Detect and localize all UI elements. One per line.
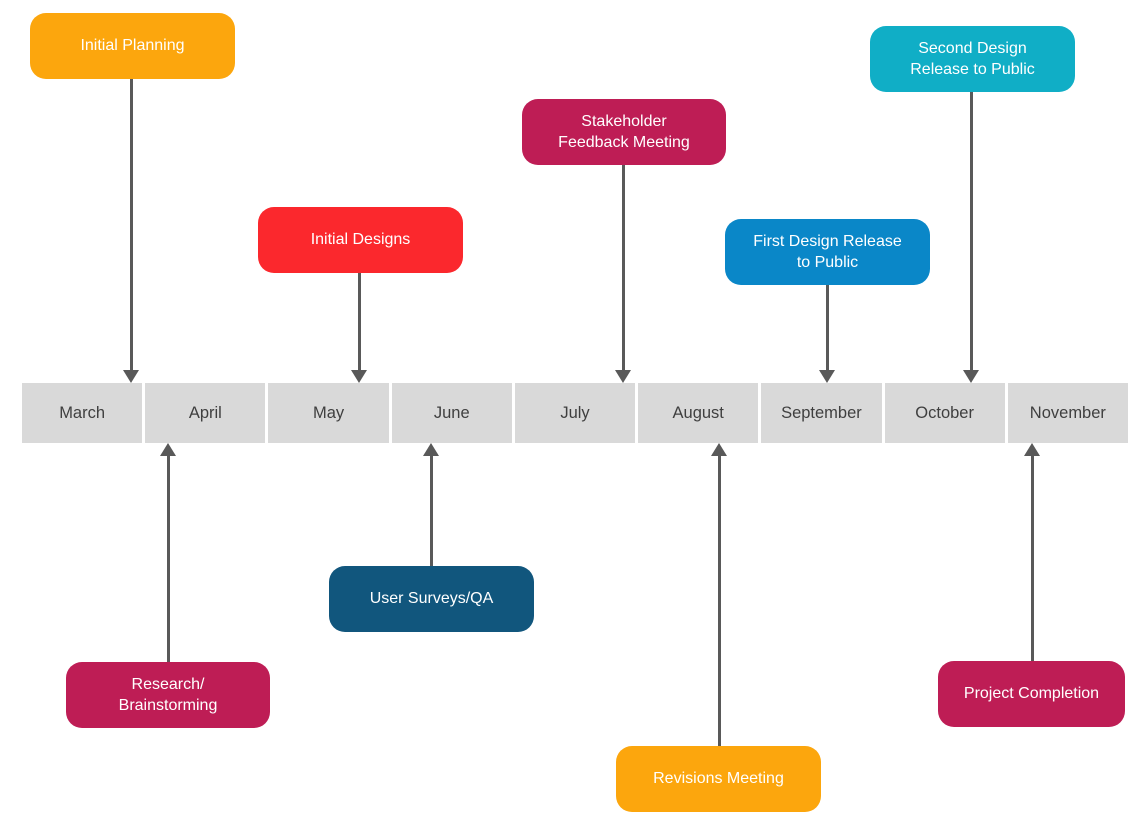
- arrow-line: [129, 79, 133, 370]
- arrow-up-icon: [711, 443, 727, 456]
- arrow-down-icon: [819, 370, 835, 383]
- arrow-line: [621, 165, 625, 370]
- event-box-initial-planning: Initial Planning: [30, 13, 235, 79]
- event-box-initial-designs: Initial Designs: [258, 207, 463, 273]
- arrow-initial-designs: [351, 273, 367, 383]
- arrow-initial-planning: [123, 79, 139, 383]
- arrow-line: [717, 456, 721, 746]
- arrow-down-icon: [963, 370, 979, 383]
- arrow-up-icon: [1024, 443, 1040, 456]
- event-box-project-completion: Project Completion: [938, 661, 1125, 727]
- arrow-up-icon: [423, 443, 439, 456]
- event-box-revisions-meeting: Revisions Meeting: [616, 746, 821, 812]
- month-cell-april: April: [145, 383, 266, 443]
- month-cell-may: May: [268, 383, 389, 443]
- arrow-down-icon: [123, 370, 139, 383]
- arrow-user-surveys-qa: [423, 443, 439, 566]
- event-box-research-brainstorming: Research/ Brainstorming: [66, 662, 270, 728]
- event-box-first-design-release: First Design Release to Public: [725, 219, 930, 285]
- month-cell-march: March: [22, 383, 143, 443]
- arrow-project-completion: [1024, 443, 1040, 661]
- arrow-down-icon: [351, 370, 367, 383]
- event-box-second-design-release: Second Design Release to Public: [870, 26, 1075, 92]
- arrow-line: [166, 456, 170, 662]
- timeline-bar: March April May June July August Septemb…: [22, 383, 1128, 443]
- arrow-second-design-release: [963, 92, 979, 383]
- event-box-stakeholder-feedback-meeting: Stakeholder Feedback Meeting: [522, 99, 726, 165]
- arrow-research-brainstorming: [160, 443, 176, 662]
- arrow-line: [969, 92, 973, 370]
- arrow-down-icon: [615, 370, 631, 383]
- arrow-up-icon: [160, 443, 176, 456]
- arrow-stakeholder-feedback-meeting: [615, 165, 631, 383]
- arrow-line: [1030, 456, 1034, 661]
- month-cell-august: August: [638, 383, 759, 443]
- month-cell-july: July: [514, 383, 636, 443]
- month-cell-october: October: [884, 383, 1005, 443]
- event-box-user-surveys-qa: User Surveys/QA: [329, 566, 534, 632]
- arrow-line: [825, 285, 829, 370]
- month-cell-september: September: [761, 383, 882, 443]
- month-cell-november: November: [1007, 383, 1128, 443]
- arrow-line: [429, 456, 433, 566]
- arrow-first-design-release: [819, 285, 835, 383]
- arrow-line: [357, 273, 361, 370]
- month-cell-june: June: [391, 383, 512, 443]
- arrow-revisions-meeting: [711, 443, 727, 746]
